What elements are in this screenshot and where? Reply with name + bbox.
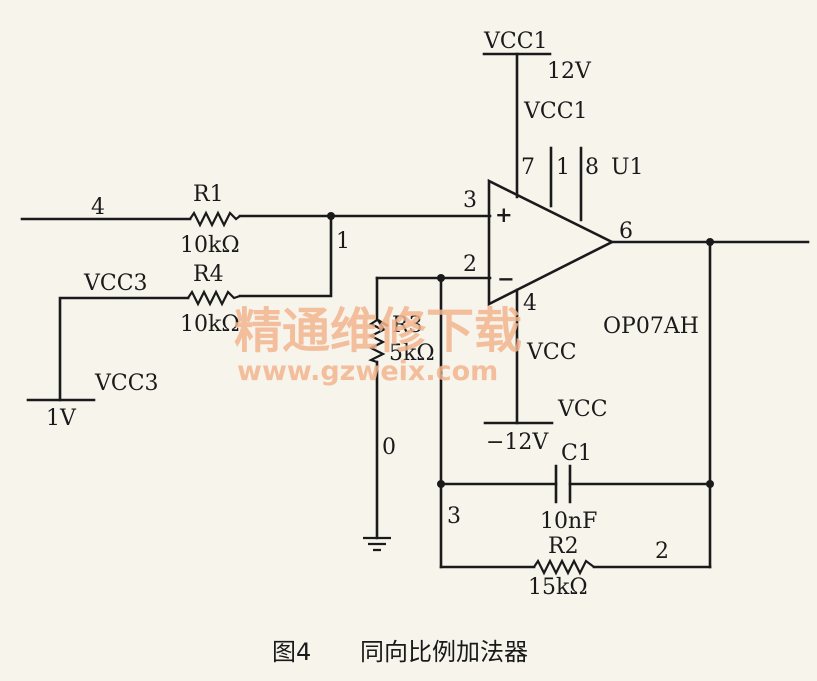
junction-output (706, 238, 714, 246)
label-node-1: 1 (336, 229, 350, 254)
label-node-4: 4 (91, 195, 105, 220)
label-vcc3-bottom: VCC3 (94, 371, 159, 396)
label-vcc3-top: VCC3 (83, 271, 148, 296)
label-vcc-a: VCC (526, 340, 577, 365)
label-vcc-b: VCC (557, 397, 608, 422)
label-pin-8: 8 (585, 155, 599, 180)
caption-figure-number: 图4 (272, 638, 311, 666)
label-r1-value: 10kΩ (180, 233, 240, 258)
wires (20, 52, 810, 569)
label-pin-2: 2 (463, 252, 477, 277)
label-r4-name: R4 (193, 262, 224, 287)
caption-title: 同向比例加法器 (360, 638, 528, 666)
label-r3-name: R3 (392, 313, 423, 338)
opamp-u1-triangle (487, 178, 615, 307)
label-neg-12v: −12V (486, 430, 549, 455)
label-node-2: 2 (655, 539, 669, 564)
label-u1: U1 (611, 155, 644, 180)
r3-wiper-arrow (377, 319, 389, 331)
label-c1-name: C1 (561, 441, 592, 466)
label-r1-name: R1 (193, 182, 224, 207)
label-pin-1: 1 (556, 155, 570, 180)
label-r2-value: 15kΩ (528, 575, 588, 600)
opamp-plus-sign: + (495, 202, 513, 227)
junction-c1-right (706, 480, 714, 488)
label-r2-name: R2 (548, 534, 579, 559)
label-node-0: 0 (382, 435, 396, 460)
resistor-r3 (368, 319, 386, 364)
ground-icon (363, 536, 391, 552)
label-pin-6: 6 (619, 219, 633, 244)
label-vcc1-mid: VCC1 (523, 99, 588, 124)
label-node-3: 3 (447, 504, 461, 529)
label-12v: 12V (547, 59, 592, 84)
label-vcc1-top: VCC1 (483, 29, 548, 54)
label-1v: 1V (46, 406, 77, 431)
label-pin-4: 4 (523, 291, 537, 316)
label-r4-value: 10kΩ (180, 312, 240, 337)
junction-c1-left (437, 480, 445, 488)
label-c1-value: 10nF (540, 509, 597, 534)
resistor-r1 (189, 210, 241, 228)
opamp-minus-sign: − (497, 266, 515, 291)
junction-node-1 (327, 212, 335, 220)
junction-minus-input (437, 274, 445, 282)
resistor-r4 (187, 289, 241, 307)
label-r3-value: 5kΩ (389, 341, 435, 366)
label-pin-7: 7 (521, 155, 535, 180)
capacitor-c1 (554, 464, 572, 504)
wire-vcc3 (58, 296, 190, 402)
watermark-url: www.gzweix.com (237, 356, 498, 387)
watermark-chinese: 精通维修下载 (234, 303, 522, 359)
label-pin-3: 3 (463, 188, 477, 213)
wire-node-1-vertical (238, 214, 333, 298)
label-opamp-part: OP07AH (603, 314, 699, 339)
resistor-r2 (533, 558, 595, 576)
